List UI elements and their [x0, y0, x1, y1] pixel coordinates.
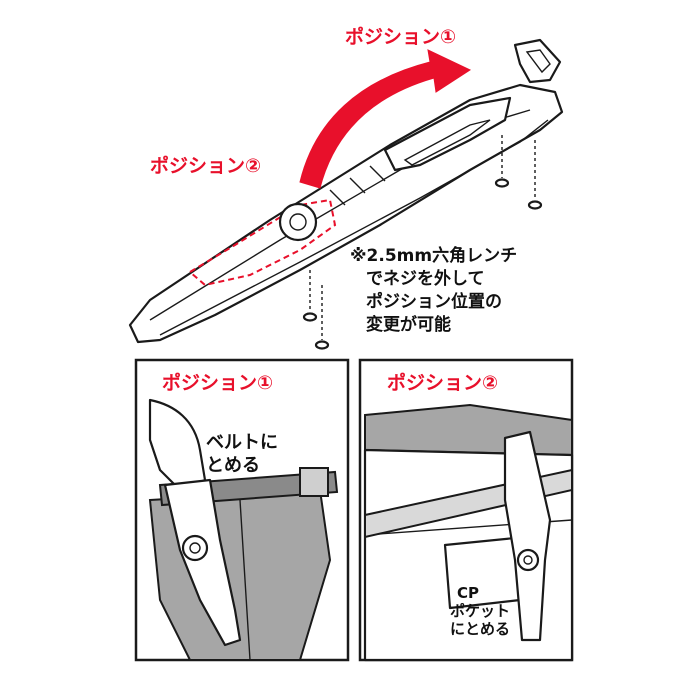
clip-hook-inner	[525, 49, 551, 74]
top-diagram: ポジション① ポジション② ※2.5mm六角レンチ でネジを外して ポジション位…	[128, 25, 564, 350]
panel-position-2: ポジション② CP ポケット にとめる	[358, 358, 574, 662]
holster	[503, 430, 552, 642]
note-line-4: 変更が可能	[366, 314, 451, 335]
screws	[302, 135, 543, 350]
panel-position-1: ポジション① ベルトに とめる	[134, 358, 350, 662]
hex-wrench-note: ※2.5mm六角レンチ でネジを外して ポジション位置の 変更が可能	[350, 245, 517, 335]
belt-buckle	[299, 467, 329, 497]
caption-line-1: CP	[457, 584, 479, 602]
panel-title: ポジション①	[162, 371, 273, 394]
position-2-dashed-outline	[188, 198, 337, 287]
holster-hub	[516, 548, 540, 572]
note-line-1: ※2.5mm六角レンチ	[350, 245, 517, 266]
sheath-lower-edge	[159, 119, 549, 336]
screw-icon	[302, 312, 318, 322]
screw-icon	[527, 200, 543, 210]
clip-hook	[513, 38, 562, 84]
clip-slot	[403, 119, 491, 166]
caption-line-2: ポケット	[450, 602, 510, 620]
label-position-2: ポジション②	[150, 154, 261, 177]
sheath-ribs	[329, 165, 386, 206]
reposition-arrow-icon	[299, 49, 472, 189]
clip-hub-inner	[289, 213, 307, 231]
clip-plate	[383, 96, 512, 172]
screw-icon	[314, 340, 330, 350]
holster-hub-inner	[189, 542, 201, 554]
label-position-1: ポジション①	[345, 25, 456, 48]
clip-hub	[278, 202, 318, 242]
caption-line-3: にとめる	[450, 620, 510, 638]
holster	[163, 478, 242, 647]
note-line-2: でネジを外して	[366, 268, 485, 289]
holster-hub-inner	[523, 555, 533, 565]
caption-line-2: とめる	[206, 455, 260, 476]
note-line-3: ポジション位置の	[366, 291, 502, 312]
caption-line-1: ベルトに	[206, 432, 278, 453]
screw-icon	[494, 178, 510, 188]
holster-hub	[181, 534, 209, 562]
panel-title: ポジション②	[387, 371, 498, 394]
